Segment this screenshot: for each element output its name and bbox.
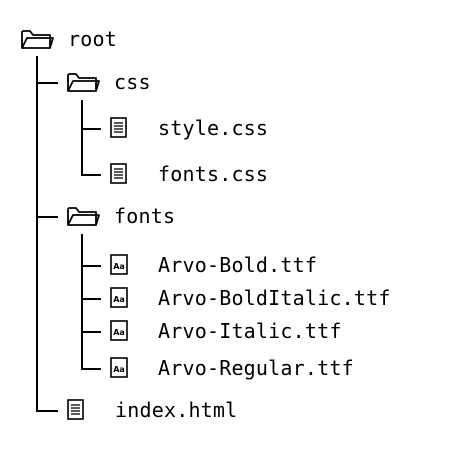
- svg-text:Aa: Aa: [113, 295, 125, 304]
- tree-connector: [81, 298, 101, 300]
- tree-node-font-file[interactable]: Aa Arvo-Bold.ttf: [109, 250, 317, 280]
- node-label: css: [114, 70, 151, 94]
- node-label: Arvo-Regular.ttf: [158, 356, 354, 380]
- node-label: fonts: [114, 204, 176, 228]
- tree-connector: [81, 331, 101, 333]
- tree-connector: [36, 410, 58, 412]
- font-file-icon: Aa: [109, 356, 129, 380]
- svg-text:Aa: Aa: [113, 262, 125, 271]
- text-file-icon: [66, 398, 86, 422]
- tree-node-fonts-css[interactable]: fonts.css: [109, 159, 268, 189]
- text-file-icon: [109, 162, 129, 186]
- tree-node-font-file[interactable]: Aa Arvo-Regular.ttf: [109, 353, 354, 383]
- tree-node-root[interactable]: root: [20, 24, 117, 54]
- folder-icon: [66, 70, 100, 94]
- tree-connector: [81, 368, 101, 370]
- tree-connector: [81, 100, 83, 176]
- font-file-icon: Aa: [109, 253, 129, 277]
- font-file-icon: Aa: [109, 319, 129, 343]
- tree-connector: [81, 265, 101, 267]
- tree-node-css[interactable]: css: [66, 67, 151, 97]
- tree-connector: [36, 56, 38, 412]
- font-file-icon: Aa: [109, 286, 129, 310]
- node-label: root: [68, 27, 117, 51]
- text-file-icon: [109, 116, 129, 140]
- tree-connector: [81, 234, 83, 370]
- svg-text:Aa: Aa: [113, 328, 125, 337]
- folder-icon: [20, 27, 54, 51]
- tree-connector: [81, 174, 101, 176]
- tree-connector: [36, 216, 58, 218]
- node-label: style.css: [158, 116, 269, 140]
- node-label: Arvo-Bold.ttf: [158, 253, 318, 277]
- tree-node-index-html[interactable]: index.html: [66, 395, 237, 425]
- folder-icon: [66, 204, 100, 228]
- tree-node-font-file[interactable]: Aa Arvo-Italic.ttf: [109, 316, 342, 346]
- node-label: Arvo-Italic.ttf: [158, 319, 342, 343]
- tree-node-font-file[interactable]: Aa Arvo-BoldItalic.ttf: [109, 283, 391, 313]
- node-label: fonts.css: [158, 162, 269, 186]
- node-label: Arvo-BoldItalic.ttf: [158, 286, 391, 310]
- tree-connector: [81, 128, 101, 130]
- node-label: index.html: [115, 398, 238, 422]
- tree-node-style-css[interactable]: style.css: [109, 113, 268, 143]
- tree-node-fonts[interactable]: fonts: [66, 201, 175, 231]
- tree-connector: [36, 82, 58, 84]
- svg-text:Aa: Aa: [113, 365, 125, 374]
